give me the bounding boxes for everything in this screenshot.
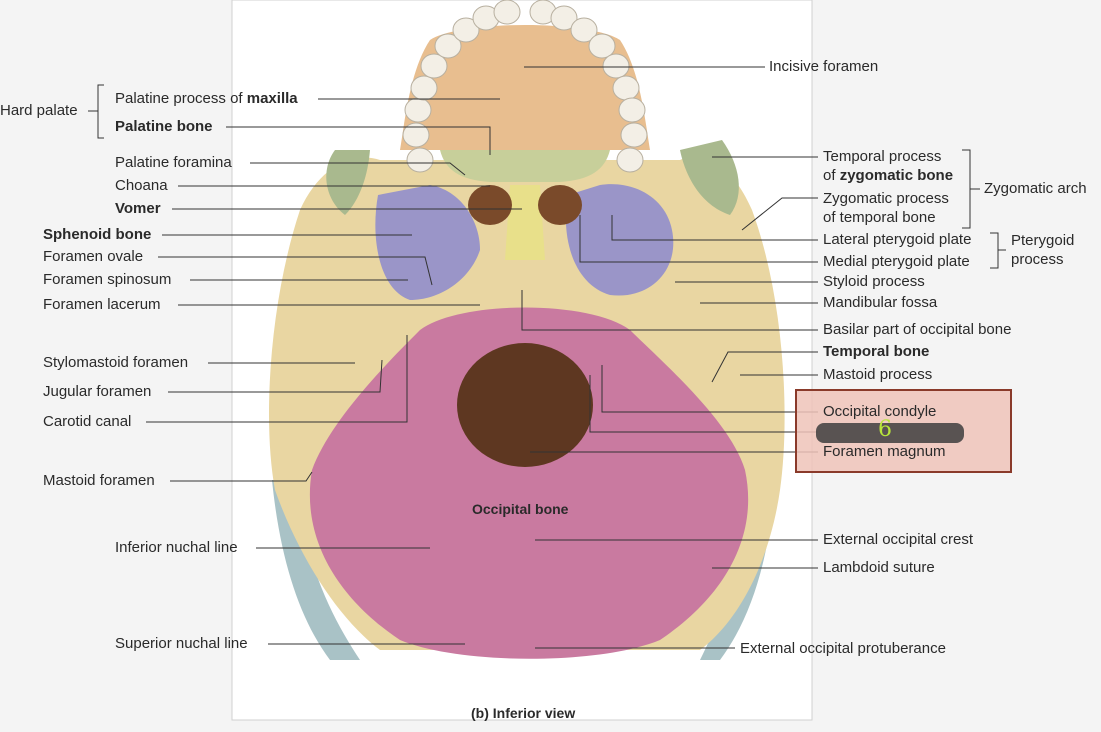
tooth bbox=[620, 122, 648, 148]
tooth bbox=[612, 75, 640, 101]
label-inferior-nuchal-line: Inferior nuchal line bbox=[115, 539, 238, 556]
tooth bbox=[410, 75, 438, 101]
occipital-bone-shape bbox=[309, 307, 749, 659]
choana-left bbox=[468, 185, 512, 225]
figure-caption: (b) Inferior view bbox=[471, 705, 576, 721]
sphenoid-bone-left bbox=[375, 185, 480, 300]
label-jugular-foramen: Jugular foramen bbox=[43, 383, 152, 400]
tooth bbox=[550, 5, 578, 31]
label-mandibular-fossa: Mandibular fossa bbox=[823, 294, 938, 311]
label-external-occipital-protuberance: External occipital protuberance bbox=[740, 640, 946, 657]
label-temporal-process-line2: of zygomatic bone bbox=[823, 167, 953, 185]
bracket-pterygoid bbox=[990, 232, 1006, 269]
label-foramen-ovale: Foramen ovale bbox=[43, 248, 144, 265]
tooth bbox=[402, 122, 430, 148]
label-palatine-process-maxilla: Palatine process of maxilla bbox=[115, 90, 298, 108]
label-temporal-bone: Temporal bone bbox=[823, 343, 930, 360]
label-zygomatic-arch: Zygomatic arch bbox=[984, 180, 1087, 197]
label-superior-nuchal-line: Superior nuchal line bbox=[115, 635, 248, 652]
label-mastoid-process: Mastoid process bbox=[823, 366, 933, 383]
tooth bbox=[406, 147, 434, 173]
label-occipital-condyle: Occipital condyle bbox=[823, 403, 937, 420]
bracket-zygomatic-arch bbox=[962, 149, 980, 229]
label-hard-palate: Hard palate bbox=[0, 102, 78, 119]
label-pterygoid-line2: process bbox=[1011, 251, 1064, 268]
zygomatic-bone-right bbox=[680, 140, 739, 215]
label-foramen-spinosum: Foramen spinosum bbox=[43, 271, 172, 288]
label-zygomatic-process-line2: of temporal bone bbox=[823, 209, 936, 226]
zygomatic-bone-left bbox=[326, 150, 370, 215]
tooth bbox=[616, 147, 644, 173]
handwritten-note: 6 bbox=[878, 417, 892, 442]
tooth bbox=[570, 17, 598, 43]
redaction-scribble bbox=[816, 423, 964, 443]
choana-right bbox=[538, 185, 582, 225]
label-occipital-bone-region: Occipital bone bbox=[472, 501, 569, 517]
label-stylomastoid-foramen: Stylomastoid foramen bbox=[43, 354, 189, 371]
label-zygomatic-process-line1: Zygomatic process bbox=[823, 190, 949, 207]
label-sphenoid-bone: Sphenoid bone bbox=[43, 226, 152, 243]
tooth bbox=[493, 0, 521, 25]
teeth-arc bbox=[402, 0, 648, 173]
label-carotid-canal: Carotid canal bbox=[43, 413, 132, 430]
bracket-hard-palate bbox=[88, 84, 104, 139]
vomer-shape bbox=[505, 185, 545, 260]
label-mastoid-foramen: Mastoid foramen bbox=[43, 472, 155, 489]
label-temporal-process-of: of bbox=[823, 167, 840, 184]
label-lambdoid-suture: Lambdoid suture bbox=[823, 559, 935, 576]
label-zygomatic-bone-bold: zygomatic bone bbox=[839, 167, 954, 184]
label-vomer: Vomer bbox=[115, 200, 161, 217]
tooth bbox=[602, 53, 630, 79]
label-pterygoid-line1: Pterygoid bbox=[1011, 232, 1075, 249]
label-choana: Choana bbox=[115, 177, 168, 194]
maxilla-shape bbox=[400, 25, 650, 150]
label-styloid-process: Styloid process bbox=[823, 273, 925, 290]
tooth bbox=[588, 33, 616, 59]
label-foramen-lacerum: Foramen lacerum bbox=[43, 296, 161, 313]
label-palatine-bone: Palatine bone bbox=[115, 118, 213, 135]
tooth bbox=[452, 17, 480, 43]
tooth bbox=[420, 53, 448, 79]
label-palatine-process-prefix: Palatine process of bbox=[115, 90, 247, 107]
leader-lines bbox=[88, 66, 1006, 649]
tooth bbox=[618, 97, 646, 123]
label-maxilla-bold: maxilla bbox=[246, 90, 298, 107]
foramen-magnum-hole bbox=[457, 343, 593, 467]
tooth bbox=[404, 97, 432, 123]
label-foramen-magnum: Foramen magnum bbox=[823, 443, 946, 460]
palatine-shape bbox=[440, 150, 610, 182]
label-incisive-foramen: Incisive foramen bbox=[769, 58, 879, 75]
label-palatine-foramina: Palatine foramina bbox=[115, 154, 232, 171]
label-external-occipital-crest: External occipital crest bbox=[823, 531, 974, 548]
label-lateral-pterygoid-plate: Lateral pterygoid plate bbox=[823, 231, 972, 248]
label-medial-pterygoid-plate: Medial pterygoid plate bbox=[823, 253, 970, 270]
label-temporal-process-line1: Temporal process bbox=[823, 148, 942, 165]
tooth bbox=[434, 33, 462, 59]
label-basilar-part: Basilar part of occipital bone bbox=[823, 321, 1012, 338]
